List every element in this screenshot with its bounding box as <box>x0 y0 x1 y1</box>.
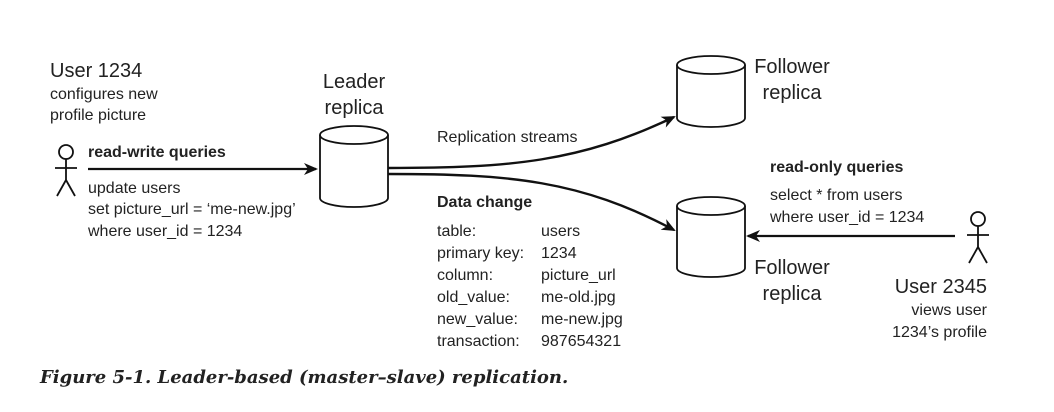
user-1234-stick-figure-icon <box>55 144 77 197</box>
follower-bottom-line1: Follower <box>754 257 830 279</box>
user-2345-desc-line1: views user <box>911 302 987 319</box>
write-query-line3: where user_id = 1234 <box>87 223 242 240</box>
read-query-line1: select * from users <box>770 187 902 204</box>
data-change-title: Data change <box>437 194 532 211</box>
user-1234-label: User 1234 configures new profile picture <box>50 60 158 124</box>
read-write-query: read-write queries update users set pict… <box>87 144 296 240</box>
user-1234-name: User 1234 <box>50 60 142 82</box>
follower-bottom-database-icon <box>676 196 746 278</box>
data-change-key: primary key: <box>437 245 524 262</box>
data-change-value: 987654321 <box>541 333 621 350</box>
data-change-key: column: <box>437 267 493 284</box>
replication-stream-bottom-arrow <box>387 172 676 232</box>
follower-top-label: Follower replica <box>754 56 830 104</box>
user-1234-desc-line2: profile picture <box>50 107 146 124</box>
data-change-value: users <box>541 223 580 240</box>
data-change-value: 1234 <box>541 245 577 262</box>
leader-label-line2: replica <box>325 97 385 119</box>
follower-bottom-line2: replica <box>763 283 823 305</box>
read-only-title: read-only queries <box>770 159 903 176</box>
data-change-value: me-new.jpg <box>541 311 623 328</box>
data-change-key: old_value: <box>437 289 510 306</box>
follower-top-line1: Follower <box>754 56 830 78</box>
follower-top-line2: replica <box>763 82 823 104</box>
replication-streams-label: Replication streams <box>437 129 578 146</box>
write-query-line1: update users <box>88 180 181 197</box>
leader-database-icon <box>319 125 389 208</box>
user-2345-stick-figure-icon <box>967 211 989 264</box>
leader-label-line1: Leader <box>323 71 386 93</box>
figure-caption: Figure 5-1. Leader-based (master–slave) … <box>39 367 568 388</box>
user-2345-name: User 2345 <box>895 276 987 298</box>
read-only-query: read-only queries select * from users wh… <box>769 159 924 226</box>
data-change-key: transaction: <box>437 333 520 350</box>
follower-bottom-label: Follower replica <box>754 257 830 305</box>
read-query-line2: where user_id = 1234 <box>769 209 924 226</box>
user-2345-label: User 2345 views user 1234’s profile <box>892 276 988 341</box>
user-1234-desc-line1: configures new <box>50 86 158 103</box>
replication-stream-top-arrow <box>387 115 676 170</box>
follower-top-database-icon <box>676 55 746 128</box>
data-change-key: table: <box>437 223 476 240</box>
data-change-block: Data change table: users primary key: 1234 c… <box>437 194 623 350</box>
data-change-key: new_value: <box>437 311 518 328</box>
data-change-value: picture_url <box>541 267 616 284</box>
read-write-title: read-write queries <box>88 144 226 161</box>
leader-replica-label: Leader replica <box>323 71 386 119</box>
user-2345-desc-line2: 1234’s profile <box>892 324 987 341</box>
write-query-line2: set picture_url = ‘me-new.jpg’ <box>88 201 296 218</box>
data-change-value: me-old.jpg <box>541 289 616 306</box>
